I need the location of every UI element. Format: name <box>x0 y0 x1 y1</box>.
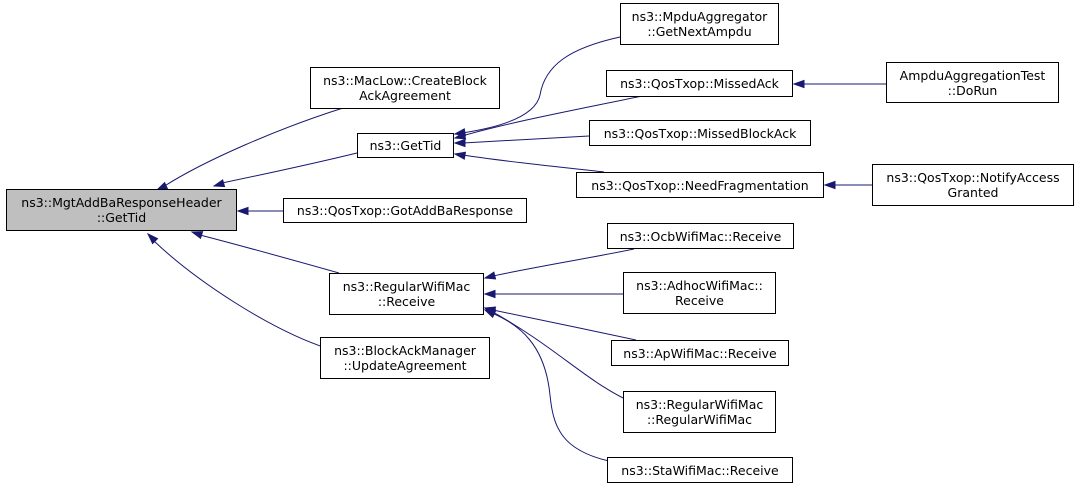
node-label-line: ::GetTid <box>96 210 147 225</box>
edge-needfrag-to-gettid-arrowhead <box>453 151 467 160</box>
edge-ocb-to-regularreceive <box>492 248 635 277</box>
node-ocbwifimac-receive[interactable]: ns3::OcbWifiMac::Receive <box>607 223 794 249</box>
node-qostxop-needfragmentation[interactable]: ns3::QosTxop::NeedFragmentation <box>576 172 824 198</box>
node-stawifimac-receive[interactable]: ns3::StaWifiMac::Receive <box>607 457 793 483</box>
edge-ocb-to-regularreceive-arrowhead <box>483 271 497 280</box>
node-label-line: ns3::RegularWifiMac <box>342 279 471 294</box>
node-label-line: ns3::OcbWifiMac::Receive <box>619 228 782 244</box>
node-regularwifimac-receive[interactable]: ns3::RegularWifiMac ::Receive <box>329 273 484 315</box>
node-label-line: ns3::GetTid <box>369 138 442 153</box>
edge-regularreceive-to-root <box>199 234 340 274</box>
edge-missedack-to-gettid <box>461 95 643 137</box>
node-qostxop-missedblockack[interactable]: ns3::QosTxop::MissedBlockAck <box>589 120 811 146</box>
edge-mpdu-to-gettid <box>461 36 621 134</box>
node-label-line: ::RegularWifiMac <box>646 412 753 427</box>
edge-createblockack-to-root <box>162 107 344 188</box>
node-label-line: ns3::AdhocWifiMac:: <box>636 278 763 293</box>
edge-sta-to-regularreceive <box>491 312 610 462</box>
node-qostxop-missedack[interactable]: ns3::QosTxop::MissedAck <box>606 70 793 97</box>
node-label-line: ns3::QosTxop::NotifyAccess <box>886 170 1060 185</box>
node-label-line: ::Receive <box>377 294 436 309</box>
edge-needfrag-to-gettid <box>462 154 605 173</box>
edge-notifyaccess-to-needfrag-arrowhead <box>823 180 836 190</box>
node-label-line: Granted <box>947 185 999 200</box>
node-label-line: ns3::MgtAddBaResponseHeader <box>21 195 222 210</box>
edge-gettid-to-root-arrowhead <box>212 179 226 188</box>
edge-gettid-to-root <box>221 152 358 184</box>
node-qostxop-gotaddbaresponse[interactable]: ns3::QosTxop::GotAddBaResponse <box>283 198 527 223</box>
node-label-line: ::UpdateAgreement <box>343 358 467 373</box>
edge-regularreceive-to-root-arrowhead <box>190 231 204 240</box>
edge-missedblockack-to-gettid-arrowhead <box>453 138 466 148</box>
node-gettid[interactable]: ns3::GetTid <box>357 133 454 158</box>
edge-gotaddba-to-root-arrowhead <box>236 206 249 216</box>
node-label-line: ns3::MacLow::CreateBlock <box>323 73 487 88</box>
edge-updateagreement-to-root-arrowhead <box>146 232 159 245</box>
node-label-line: Receive <box>675 293 724 308</box>
node-label-line: ::DoRun <box>947 82 998 98</box>
edge-updateagreement-to-root <box>153 240 330 350</box>
node-ampduaggregationtest-dorun[interactable]: AmpduAggregationTest ::DoRun <box>886 62 1059 103</box>
node-label-line: ns3::QosTxop::MissedBlockAck <box>603 125 797 141</box>
node-label-line: ns3::RegularWifiMac <box>635 397 764 412</box>
edge-ap-to-regularreceive <box>492 309 637 341</box>
edge-sta-to-regularreceive-arrowhead <box>483 309 497 319</box>
node-label-line: ns3::QosTxop::NeedFragmentation <box>591 177 809 193</box>
node-regularwifimac-regularwifimac[interactable]: ns3::RegularWifiMac ::RegularWifiMac <box>623 391 776 433</box>
node-mpduaggregator-getnextampdu[interactable]: ns3::MpduAggregator ::GetNextAmpdu <box>620 3 779 45</box>
node-apwifimac-receive[interactable]: ns3::ApWifiMac::Receive <box>611 340 789 366</box>
edge-missedblockack-to-gettid <box>462 135 590 144</box>
node-mgtaddbaresponseheader-gettid: ns3::MgtAddBaResponseHeader ::GetTid <box>6 189 237 231</box>
node-label-line: AckAgreement <box>359 88 451 103</box>
node-adhocwifimac-receive[interactable]: ns3::AdhocWifiMac:: Receive <box>623 272 776 314</box>
node-qostxop-notifyaccessgranted[interactable]: ns3::QosTxop::NotifyAccess Granted <box>872 164 1074 206</box>
node-label-line: ns3::BlockAckManager <box>334 343 476 358</box>
node-label-line: ns3::QosTxop::MissedAck <box>620 76 779 91</box>
node-maclow-createblockackagreement[interactable]: ns3::MacLow::CreateBlock AckAgreement <box>310 67 500 109</box>
edge-ampdutest-to-missedack-arrowhead <box>792 79 805 89</box>
node-label-line: AmpduAggregationTest <box>899 67 1046 83</box>
node-label-line: ns3::ApWifiMac::Receive <box>623 345 777 361</box>
edge-regularctor-to-regularreceive <box>492 311 637 405</box>
node-label-line: ns3::QosTxop::GotAddBaResponse <box>296 203 514 218</box>
node-blockackmanager-updateagreement[interactable]: ns3::BlockAckManager ::UpdateAgreement <box>320 337 490 379</box>
node-label-line: ::GetNextAmpdu <box>647 24 752 39</box>
edge-missedack-to-gettid-arrowhead <box>453 131 467 140</box>
node-label-line: ns3::StaWifiMac::Receive <box>621 462 779 478</box>
edge-adhoc-to-regularreceive-arrowhead <box>483 289 496 299</box>
node-label-line: ns3::MpduAggregator <box>631 9 768 24</box>
